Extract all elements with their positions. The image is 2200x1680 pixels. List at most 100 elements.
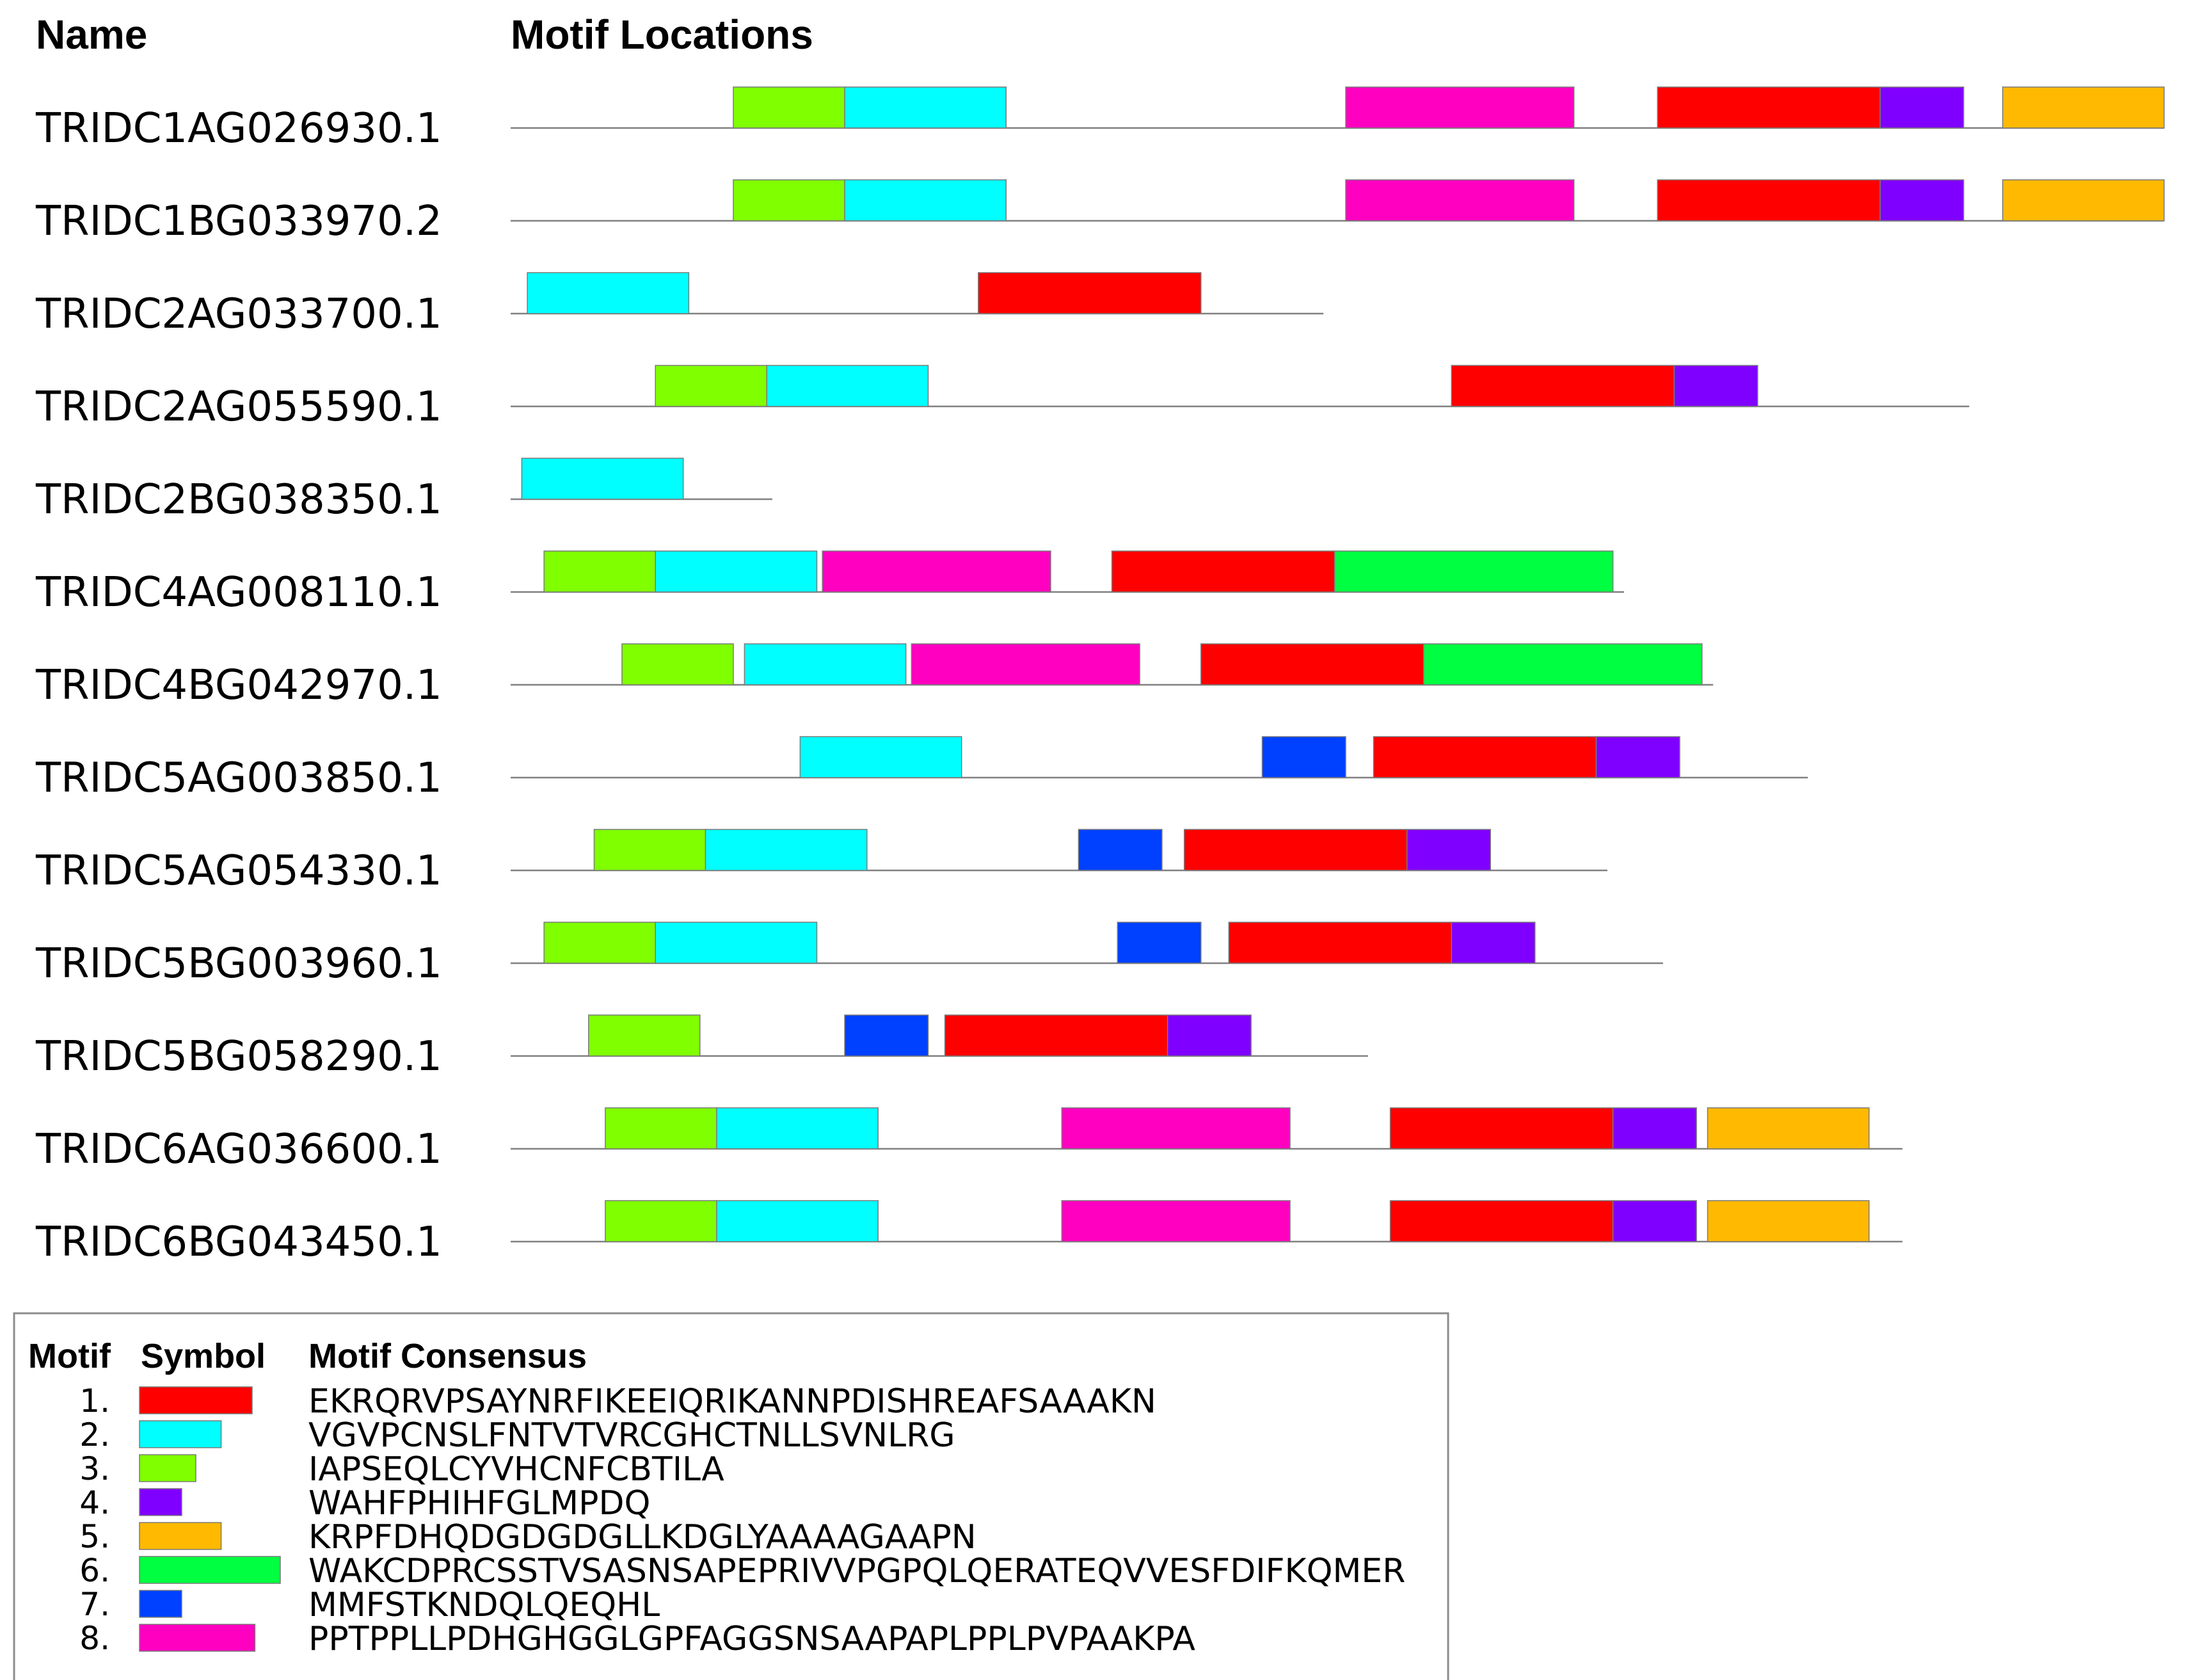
legend-motif-6-symbol	[139, 1556, 281, 1584]
legend-frame	[13, 1312, 1449, 1680]
gene-name: TRIDC2AG033700.1	[35, 291, 442, 338]
motif-7-block	[1261, 736, 1346, 778]
motif-3-block	[593, 829, 706, 871]
motif-7-block	[844, 1014, 929, 1057]
legend-motif-number: 6.	[79, 1552, 110, 1589]
motif-2-block	[744, 643, 907, 685]
motif-6-block	[1334, 550, 1614, 593]
motif-2-block	[521, 458, 684, 500]
legend-motif-consensus: WAKCDPRCSSTVSASNSAPEPRIVVPGPQLQERATEQVVE…	[308, 1552, 1405, 1590]
legend-motif-number: 5.	[79, 1518, 110, 1555]
motif-3-block	[621, 643, 734, 685]
motif-1-block	[1657, 179, 1881, 221]
motif-2-block	[844, 86, 1007, 129]
legend-row: 8.PPTPPLLPDHGHGGLGPFAGGSNSAAPAPLPPLPVPAA…	[79, 1620, 1195, 1658]
motif-locations-header: Motif Locations	[511, 12, 813, 58]
motif-4-block	[1879, 86, 1965, 129]
motif-5-block	[2002, 86, 2165, 129]
legend-motif-number: 2.	[79, 1416, 110, 1453]
gene-name: TRIDC2AG055590.1	[35, 383, 442, 431]
gene-name: TRIDC5BG058290.1	[35, 1033, 442, 1080]
motif-3-block	[605, 1107, 717, 1149]
motif-4-block	[1167, 1014, 1252, 1057]
motif-3-block	[605, 1200, 717, 1242]
motif-3-block	[733, 179, 845, 221]
gene-name: TRIDC5AG054330.1	[35, 847, 442, 895]
legend-row: 5. KRPFDHQDGDGDGLLKDGLYAAAAGAAPN	[79, 1518, 976, 1556]
motif-1-block	[1451, 365, 1675, 407]
gene-name: TRIDC4AG008110.1	[35, 569, 442, 616]
motif-8-block	[911, 643, 1140, 685]
motif-4-block	[1612, 1107, 1697, 1149]
motif-7-block	[1117, 922, 1202, 964]
legend-motif-number: 7.	[79, 1586, 110, 1623]
motif-2-block	[655, 922, 818, 964]
legend-header-motif: Motif	[28, 1337, 111, 1375]
motif-2-block	[844, 179, 1007, 221]
motif-4-block	[1595, 736, 1680, 778]
motif-3-block	[655, 365, 767, 407]
motif-legend: Motif Symbol Motif Consensus 1.EKRQRVPSA…	[13, 1312, 1449, 1680]
motif-8-block	[822, 550, 1051, 593]
gene-row: TRIDC4AG008110.1	[35, 550, 1624, 616]
gene-name: TRIDC5AG003850.1	[35, 755, 442, 802]
legend-motif-number: 3.	[79, 1450, 110, 1487]
gene-row: TRIDC2BG038350.1	[35, 458, 772, 524]
legend-motif-4-symbol	[139, 1488, 182, 1516]
legend-motif-consensus: EKRQRVPSAYNRFIKEEIQRIKANNPDISHREAFSAAAKN	[308, 1382, 1156, 1421]
legend-row: 3.IAPSEQLCYVHCNFCBTILA	[79, 1450, 724, 1489]
gene-rows: TRIDC1AG026930.1TRIDC1BG033970.2TRIDC2AG…	[35, 86, 2165, 1266]
legend-row: 2.VGVPCNSLFNTVTVRCGHCTNLLSVNLRG	[79, 1416, 955, 1455]
motif-1-block	[1200, 643, 1424, 685]
gene-row: TRIDC6AG036600.1	[35, 1107, 1902, 1173]
legend-motif-consensus: MMFSTKNDQLQEQHL	[308, 1586, 660, 1624]
motif-8-block	[1345, 86, 1575, 129]
gene-name: TRIDC4BG042970.1	[35, 662, 442, 709]
motif-8-block	[1345, 179, 1575, 221]
gene-row: TRIDC1BG033970.2	[35, 179, 2165, 245]
motif-1-block	[944, 1014, 1168, 1057]
gene-name: TRIDC6AG036600.1	[35, 1126, 442, 1173]
motif-2-block	[716, 1200, 879, 1242]
motif-1-block	[978, 272, 1202, 314]
legend-rows: 1. EKRQRVPSAYNRFIKEEIQRIKANNPDISHREAFSAAA…	[79, 1382, 1405, 1658]
gene-row: TRIDC4BG042970.1	[35, 643, 1714, 709]
motif-1-block	[1657, 86, 1881, 129]
motif-2-block	[716, 1107, 879, 1149]
gene-row: TRIDC5BG003960.1	[35, 922, 1663, 988]
motif-1-block	[1228, 922, 1453, 964]
gene-row: TRIDC2AG055590.1	[35, 365, 1970, 431]
motif-8-block	[1061, 1200, 1291, 1242]
motif-1-block	[1389, 1107, 1614, 1149]
motif-5-block	[2002, 179, 2165, 221]
motif-3-block	[733, 86, 845, 129]
motif-4-block	[1451, 922, 1536, 964]
gene-name: TRIDC2BG038350.1	[35, 476, 442, 524]
motif-2-block	[527, 272, 690, 314]
motif-7-block	[1078, 829, 1163, 871]
legend-motif-consensus: KRPFDHQDGDGDGLLKDGLYAAAAGAAPN	[308, 1518, 976, 1556]
legend-motif-1-symbol	[139, 1386, 253, 1414]
motif-1-block	[1183, 829, 1408, 871]
gene-name: TRIDC6BG043450.1	[35, 1219, 442, 1266]
gene-name: TRIDC1AG026930.1	[35, 105, 442, 152]
motif-1-block	[1111, 550, 1335, 593]
name-column-header: Name	[36, 12, 147, 58]
legend-row: 4.WAHFPHIHFGLMPDQ	[79, 1484, 650, 1523]
motif-1-block	[1373, 736, 1597, 778]
gene-name: TRIDC5BG003960.1	[35, 940, 442, 988]
motif-5-block	[1707, 1107, 1870, 1149]
motif-3-block	[588, 1014, 701, 1057]
legend-motif-7-symbol	[139, 1590, 182, 1618]
motif-4-block	[1406, 829, 1491, 871]
legend-motif-number: 4.	[79, 1484, 110, 1521]
legend-motif-number: 1.	[79, 1382, 110, 1420]
gene-row: TRIDC5BG058290.1	[35, 1014, 1368, 1080]
gene-row: TRIDC5AG003850.1	[35, 736, 1808, 802]
motif-2-block	[766, 365, 929, 407]
gene-row: TRIDC2AG033700.1	[35, 272, 1324, 338]
motif-4-block	[1673, 365, 1758, 407]
gene-row: TRIDC5AG054330.1	[35, 829, 1607, 895]
legend-motif-8-symbol	[139, 1624, 256, 1652]
